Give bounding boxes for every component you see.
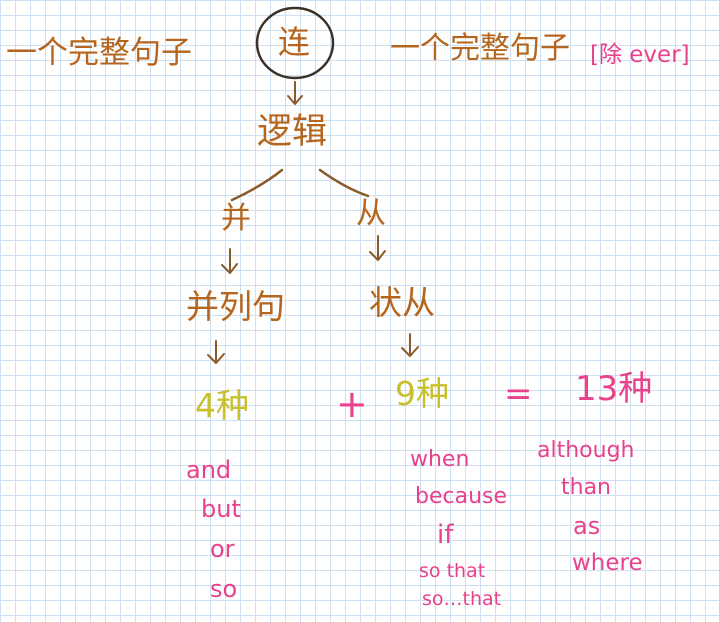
connector-circle [255, 6, 335, 80]
equals-sign: = [504, 374, 533, 414]
coordinate-count: 4种 [195, 386, 249, 425]
word-and: and [186, 456, 232, 484]
word-as: as [573, 512, 601, 540]
word-when: when [410, 447, 470, 472]
connector-label: 连 [278, 23, 311, 61]
word-or: or [210, 535, 235, 563]
subordinate-sentence-label: 状从 [369, 283, 435, 322]
total-count: 13种 [575, 369, 653, 409]
left-sentence-label: 一个完整句子 [6, 35, 192, 71]
coordinate-label: 并 [221, 201, 251, 236]
coordinate-sentence-label: 并列句 [186, 287, 285, 326]
word-where: where [572, 550, 643, 576]
word-because: because [415, 484, 508, 509]
word-so: so [210, 575, 238, 603]
subordinate-label: 从 [356, 196, 386, 231]
branch-right [318, 168, 370, 198]
word-but: but [201, 495, 241, 523]
arrow-subordinate-1 [369, 235, 386, 261]
word-than: than [561, 475, 611, 500]
right-sentence-label: 一个完整句子 [390, 31, 570, 66]
arrow-connector-to-logic [287, 81, 303, 105]
exception-note: [除 ever] [590, 42, 690, 68]
word-so-that: so that [419, 560, 486, 582]
subordinate-count: 9种 [395, 374, 449, 413]
word-although: although [537, 438, 635, 463]
arrow-coordinate-2 [207, 340, 225, 364]
arrow-subordinate-2 [401, 333, 419, 357]
branch-left [230, 168, 284, 202]
word-if: if [437, 520, 454, 550]
arrow-coordinate-1 [221, 248, 238, 274]
plus-sign: + [336, 382, 368, 426]
word-so-dots-that: so…that [422, 588, 502, 610]
logic-label: 逻辑 [257, 112, 328, 152]
